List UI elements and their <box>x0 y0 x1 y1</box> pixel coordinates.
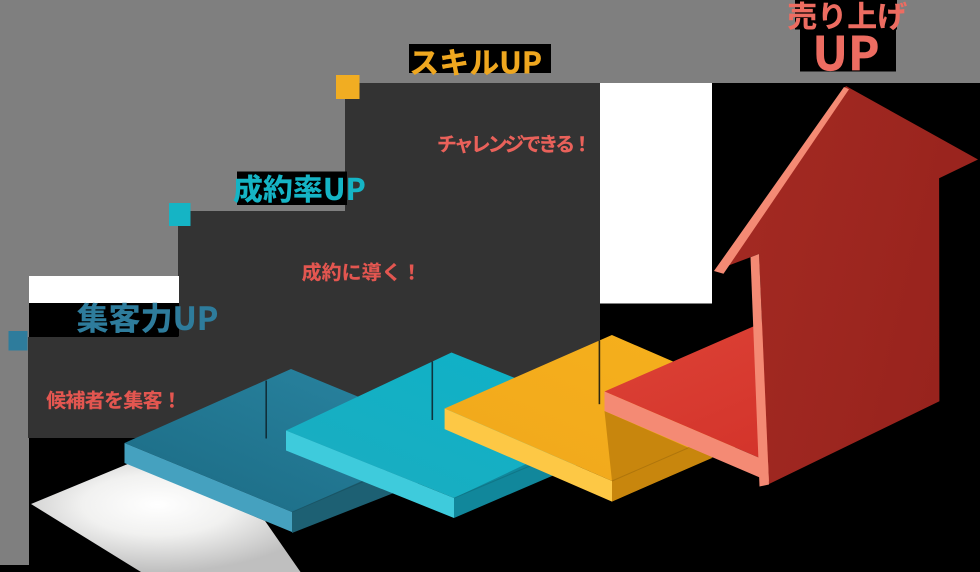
step-attract-annotation <box>46 390 174 410</box>
teal-front-edge <box>124 443 292 532</box>
step-skill-label <box>411 48 541 76</box>
white-backdrop-panel <box>600 83 712 304</box>
yellow-front-edge <box>444 408 612 502</box>
step-attract-marker-icon <box>8 331 28 351</box>
attract-label-white-strip <box>29 276 179 303</box>
step-closing-label <box>233 174 365 204</box>
goal-line2-highlight <box>800 29 896 72</box>
arrow-left-edge-highlight <box>714 87 849 274</box>
goal-arrow <box>604 86 978 487</box>
goal-label-line1 <box>788 1 907 31</box>
arrow-shaft-edge-highlight <box>750 254 769 487</box>
step-attract-label <box>77 302 218 334</box>
yellow-edge-seam <box>611 447 689 482</box>
goal-label-line2 <box>816 35 878 72</box>
step-closing-marker-icon <box>169 203 191 226</box>
yellow-cast-shadow <box>604 411 712 502</box>
step-skill-marker-icon <box>336 75 360 99</box>
red-front-edge <box>604 391 769 482</box>
step-skill-annotation <box>438 134 584 154</box>
cyan-front-edge <box>286 430 454 518</box>
floor-shadow <box>31 463 301 572</box>
step-closing-annotation <box>302 262 414 282</box>
